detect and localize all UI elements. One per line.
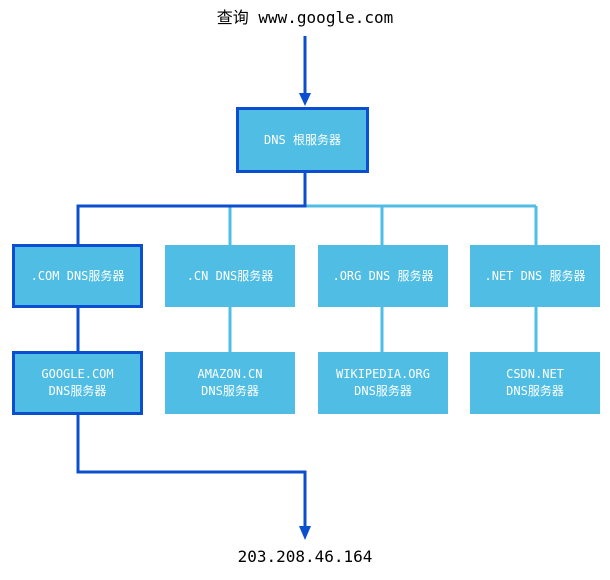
result-ip-label: 203.208.46.164 — [237, 547, 373, 566]
tld-server-org-label: .ORG DNS 服务器 — [332, 268, 434, 283]
auth-server-csdn: CSDN.NET DNS服务器 — [470, 352, 600, 414]
auth-server-wikipedia-line2: DNS服务器 — [354, 384, 412, 398]
tld-server-net-label: .NET DNS 服务器 — [484, 268, 586, 283]
query-label: 查询 www.google.com — [216, 8, 394, 27]
result-arrow-head — [299, 526, 311, 540]
query-arrow-head — [299, 93, 311, 106]
auth-server-amazon-line1: AMAZON.CN — [197, 367, 263, 381]
root-dns-server: DNS 根服务器 — [236, 107, 369, 173]
tld-server-org: .ORG DNS 服务器 — [318, 245, 448, 307]
auth-server-amazon-line2: DNS服务器 — [201, 384, 259, 398]
tld-server-cn-label: .CN DNS服务器 — [186, 268, 274, 283]
result-arrow-shaft — [76, 414, 307, 528]
tld-server-com: .COM DNS服务器 — [12, 244, 143, 308]
tld-server-net: .NET DNS 服务器 — [470, 245, 600, 307]
auth-server-google-line1: GOOGLE.COM — [41, 367, 114, 381]
root-dns-server-label: DNS 根服务器 — [264, 132, 341, 147]
connector-root-com — [76, 172, 307, 245]
auth-server-wikipedia-line1: WIKIPEDIA.ORG — [336, 367, 430, 381]
auth-server-wikipedia: WIKIPEDIA.ORG DNS服务器 — [318, 352, 448, 414]
auth-server-csdn-line1: CSDN.NET — [506, 367, 564, 381]
auth-server-csdn-line2: DNS服务器 — [506, 384, 564, 398]
auth-server-google: GOOGLE.COM DNS服务器 — [12, 351, 143, 415]
tld-server-com-label: .COM DNS服务器 — [30, 268, 125, 283]
auth-server-google-line2: DNS服务器 — [48, 384, 107, 398]
tld-server-cn: .CN DNS服务器 — [165, 245, 295, 307]
auth-server-amazon: AMAZON.CN DNS服务器 — [165, 352, 295, 414]
